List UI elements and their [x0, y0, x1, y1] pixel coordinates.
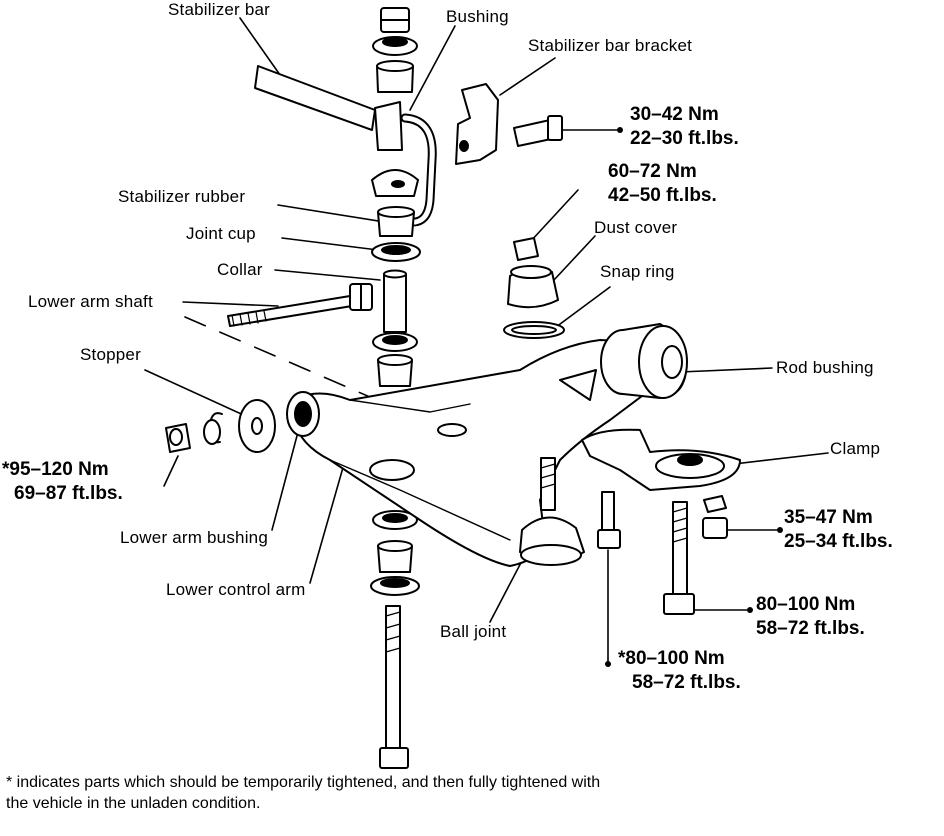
- label-joint-cup: Joint cup: [186, 224, 256, 243]
- torque-ftlbs: 25–34 ft.lbs.: [784, 531, 893, 552]
- torque-nm: 80–100 Nm: [756, 594, 856, 615]
- torque-shaft-nut: *95–120 Nm 69–87 ft.lbs.: [2, 458, 123, 506]
- torque-ftlbs: 58–72 ft.lbs.: [756, 618, 865, 639]
- torque-nm: 60–72 Nm: [608, 161, 697, 182]
- rod-bushing-part: [600, 323, 688, 399]
- label-snap-ring: Snap ring: [600, 262, 675, 281]
- torque-ftlbs: 69–87 ft.lbs.: [14, 483, 123, 504]
- label-clamp: Clamp: [830, 439, 881, 458]
- torque-bracket-bolt: 30–42 Nm 22–30 ft.lbs.: [630, 103, 739, 151]
- label-lower-control-arm: Lower control arm: [166, 580, 306, 599]
- label-rod-bushing: Rod bushing: [776, 358, 874, 377]
- torque-ftlbs: 22–30 ft.lbs.: [630, 128, 739, 149]
- torque-ftlbs: 58–72 ft.lbs.: [632, 672, 741, 693]
- label-lower-arm-shaft: Lower arm shaft: [28, 292, 153, 311]
- label-stopper: Stopper: [80, 345, 141, 364]
- torque-nm: *95–120 Nm: [2, 459, 109, 480]
- label-stabilizer-bar: Stabilizer bar: [168, 0, 271, 19]
- torque-markers: [605, 127, 783, 667]
- torque-arm-bolt: *80–100 Nm 58–72 ft.lbs.: [618, 647, 741, 695]
- leader-lines: [144, 17, 829, 665]
- torque-ftlbs: 42–50 ft.lbs.: [608, 185, 717, 206]
- torque-clamp-nut: 35–47 Nm 25–34 ft.lbs.: [784, 506, 893, 554]
- label-lower-arm-bushing: Lower arm bushing: [120, 528, 268, 547]
- lower-control-arm: [286, 339, 651, 567]
- footnote: * indicates parts which should be tempor…: [6, 774, 601, 812]
- torque-ball-joint-nut: 60–72 Nm 42–50 ft.lbs.: [608, 160, 717, 208]
- bracket-group: [455, 83, 563, 165]
- torque-nm: 35–47 Nm: [784, 507, 873, 528]
- torque-nm: *80–100 Nm: [618, 648, 725, 669]
- label-collar: Collar: [217, 260, 263, 279]
- upper-stack: [371, 7, 421, 387]
- label-stabilizer-bar-bracket: Stabilizer bar bracket: [528, 36, 693, 55]
- ball-joint-part: [519, 457, 585, 566]
- label-ball-joint: Ball joint: [440, 622, 507, 641]
- label-bushing: Bushing: [446, 7, 509, 26]
- torque-clamp-bolt: 80–100 Nm 58–72 ft.lbs.: [756, 593, 865, 641]
- stabilizer-bar: [254, 65, 437, 227]
- lower-stack: [370, 510, 420, 769]
- clamp-group: [581, 428, 741, 615]
- lower-arm-shaft: [227, 283, 373, 327]
- dust-cover-group: [503, 237, 565, 339]
- torque-nm: 30–42 Nm: [630, 104, 719, 125]
- label-dust-cover: Dust cover: [594, 218, 678, 237]
- stopper-group: [165, 399, 276, 453]
- label-stabilizer-rubber: Stabilizer rubber: [118, 187, 246, 206]
